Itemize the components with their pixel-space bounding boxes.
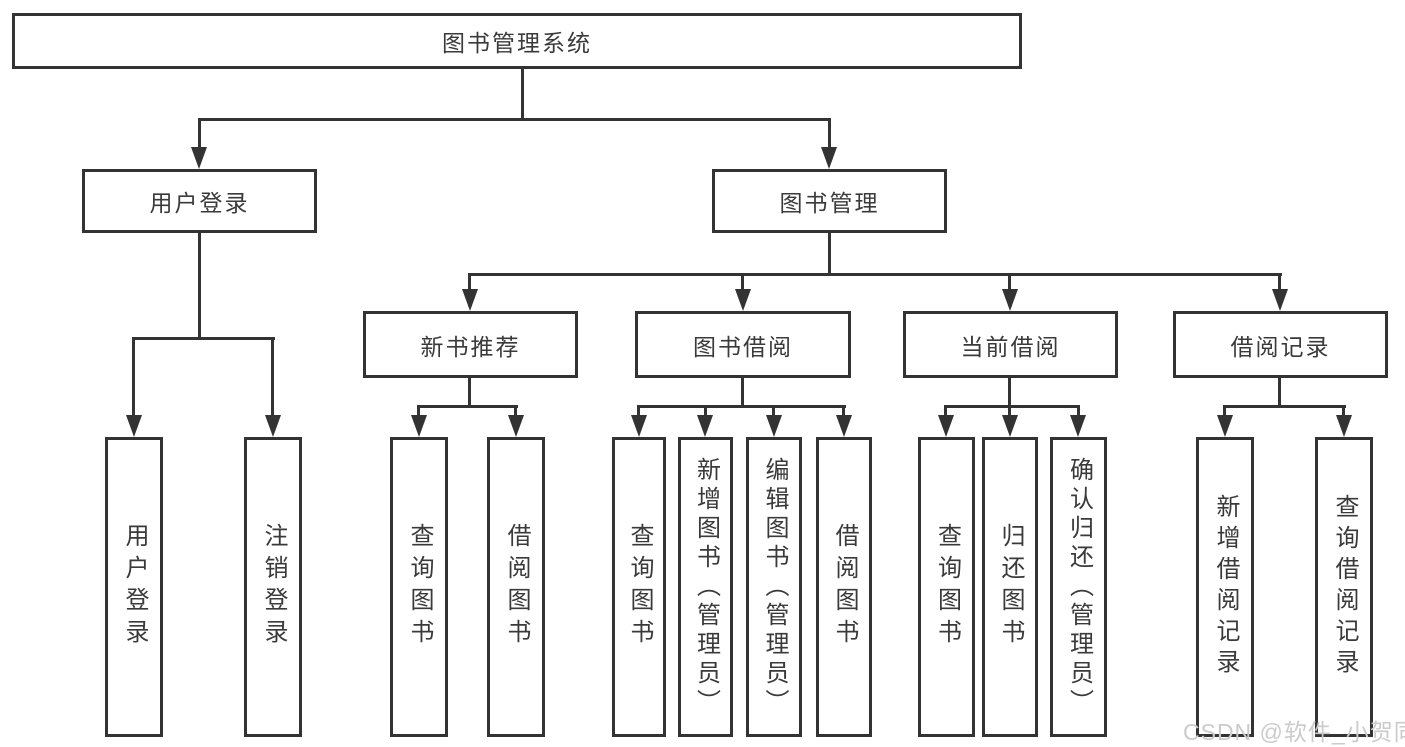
- connector-line: [1223, 405, 1346, 408]
- connector-line: [521, 69, 524, 120]
- leaf-confirm-return-admin-label: 确认归还（管理员）: [1065, 456, 1093, 718]
- csdn-watermark: CSDN @软件_小贺同学: [1183, 719, 1405, 745]
- arrowhead: [631, 415, 647, 437]
- connector-line: [828, 118, 831, 150]
- leaf-user-login: 用户登录: [105, 437, 163, 737]
- connector-line: [944, 405, 947, 417]
- node-book-borrowing-label: 图书借阅: [693, 333, 793, 360]
- connector-line: [132, 337, 275, 340]
- arrowhead: [1002, 289, 1018, 311]
- leaf-newbook-query-books-label: 查询图书: [406, 523, 433, 651]
- connector-line: [198, 118, 831, 121]
- leaf-logout: 注销登录: [244, 437, 302, 737]
- connector-line: [1077, 405, 1080, 417]
- node-user-login-label: 用户登录: [149, 190, 250, 216]
- connector-line: [468, 378, 471, 408]
- arrowhead: [411, 415, 427, 437]
- arrowhead: [938, 415, 954, 437]
- arrowhead: [508, 415, 524, 437]
- leaf-logout-label: 注销登录: [260, 523, 287, 651]
- node-current-borrowing: 当前借阅: [903, 311, 1118, 378]
- leaf-current-query-books-label: 查询图书: [933, 523, 961, 651]
- leaf-borrow-books: 借阅图书: [816, 437, 872, 737]
- leaf-edit-books-admin: 编辑图书（管理员）: [746, 437, 802, 737]
- connector-line: [944, 405, 1080, 408]
- connector-line: [637, 405, 846, 408]
- connector-line: [468, 273, 1282, 276]
- leaf-newbook-borrow-books: 借阅图书: [487, 437, 545, 737]
- leaf-add-books-admin-label: 新增图书（管理员）: [692, 456, 720, 718]
- arrowhead: [1217, 415, 1233, 437]
- connector-line: [468, 273, 471, 293]
- arrowhead: [191, 147, 207, 169]
- node-book-management: 图书管理: [712, 169, 947, 233]
- connector-line: [417, 405, 518, 408]
- connector-line: [1008, 378, 1011, 408]
- arrowhead: [1002, 415, 1018, 437]
- node-borrow-records: 借阅记录: [1173, 311, 1388, 378]
- connector-line: [1008, 273, 1011, 293]
- connector-line: [1342, 405, 1345, 417]
- arrowhead: [821, 147, 837, 169]
- connector-line: [198, 118, 201, 150]
- connector-line: [198, 233, 201, 339]
- leaf-query-borrow-record: 查询借阅记录: [1315, 437, 1373, 737]
- connector-line: [842, 405, 845, 417]
- leaf-current-query-books: 查询图书: [918, 437, 975, 737]
- arrowhead: [735, 289, 751, 311]
- connector-line: [1008, 405, 1011, 417]
- arrowhead: [462, 289, 478, 311]
- leaf-add-borrow-record: 新增借阅记录: [1196, 437, 1254, 737]
- leaf-add-books-admin: 新增图书（管理员）: [678, 437, 733, 737]
- arrowhead: [1070, 415, 1086, 437]
- leaf-confirm-return-admin: 确认归还（管理员）: [1050, 437, 1107, 737]
- connector-line: [772, 405, 775, 417]
- leaf-borrow-query-books: 查询图书: [612, 437, 666, 737]
- node-book-borrowing: 图书借阅: [635, 311, 851, 378]
- arrowhead: [766, 415, 782, 437]
- arrowhead: [836, 415, 852, 437]
- connector-line: [828, 233, 831, 276]
- connector-line: [1278, 273, 1281, 293]
- connector-line: [741, 378, 744, 408]
- connector-line: [514, 405, 517, 417]
- connector-line: [637, 405, 640, 417]
- leaf-newbook-borrow-books-label: 借阅图书: [503, 523, 530, 651]
- leaf-return-books: 归还图书: [982, 437, 1038, 737]
- connector-line: [417, 405, 420, 417]
- node-current-borrowing-label: 当前借阅: [960, 333, 1061, 360]
- connector-line: [741, 273, 744, 293]
- connector-line: [271, 337, 274, 417]
- node-new-book-recommend: 新书推荐: [363, 311, 578, 378]
- node-root: 图书管理系统: [12, 13, 1022, 69]
- leaf-add-borrow-record-label: 新增借阅记录: [1212, 494, 1239, 680]
- leaf-edit-books-admin-label: 编辑图书（管理员）: [761, 456, 788, 718]
- node-new-book-recommend-label: 新书推荐: [420, 333, 521, 360]
- node-book-management-label: 图书管理: [779, 190, 880, 216]
- leaf-newbook-query-books: 查询图书: [390, 437, 448, 737]
- node-root-label: 图书管理系统: [442, 30, 592, 56]
- arrowhead: [697, 415, 713, 437]
- arrowhead: [126, 415, 142, 437]
- leaf-borrow-books-label: 借阅图书: [831, 523, 858, 651]
- connector-line: [704, 405, 707, 417]
- arrowhead: [265, 415, 281, 437]
- arrowhead: [1272, 289, 1288, 311]
- arrowhead: [1336, 415, 1352, 437]
- connector-line: [132, 337, 135, 417]
- leaf-return-books-label: 归还图书: [997, 523, 1024, 651]
- leaf-user-login-label: 用户登录: [121, 523, 148, 651]
- connector-line: [1223, 405, 1226, 417]
- node-borrow-records-label: 借阅记录: [1230, 333, 1331, 360]
- leaf-borrow-query-books-label: 查询图书: [626, 523, 653, 651]
- leaf-query-borrow-record-label: 查询借阅记录: [1331, 494, 1358, 680]
- node-user-login: 用户登录: [82, 169, 317, 233]
- connector-line: [1278, 378, 1281, 408]
